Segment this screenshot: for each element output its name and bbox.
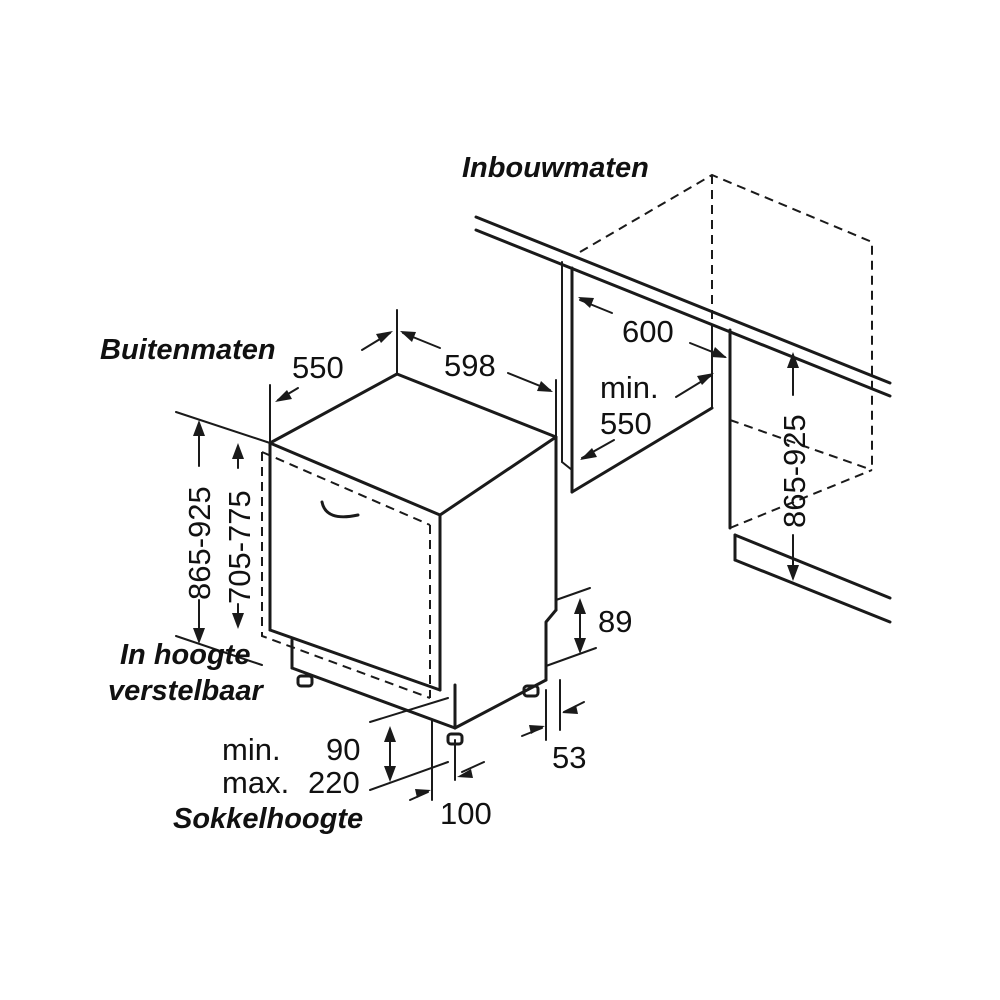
foot-back-right — [522, 684, 540, 698]
plinth-line-bottom — [733, 558, 892, 624]
niche-dashed-top — [579, 173, 873, 470]
niche-drawing — [474, 173, 892, 624]
dim-niche-width: 600 — [622, 314, 674, 349]
dim-plinth-min-label: min. — [222, 732, 281, 767]
dishwasher-top-outline — [268, 372, 558, 612]
dishwasher-front-top — [268, 441, 442, 517]
dim-depth-550: 550 — [292, 350, 344, 385]
dim-plinth-min-value: 90 — [326, 732, 360, 767]
dim-width-598: 598 — [444, 348, 496, 383]
plinth-height-label: Sokkelhoogte — [173, 803, 363, 835]
height-adjustable-label-line1: In hoogte — [120, 639, 250, 671]
dim-plinth-max-value: 220 — [308, 765, 360, 800]
base-bottom-side — [453, 678, 548, 730]
built-in-dimensions-label: Inbouwmaten — [462, 152, 649, 184]
dim-foot-89: 89 — [598, 604, 632, 639]
dim-plinth-depth: 100 — [440, 796, 492, 831]
dim-niche-height: 865-925 — [777, 414, 812, 528]
dim-height-outer: 865-925 — [182, 486, 217, 600]
dim-niche-depth: 550 — [600, 406, 652, 441]
outer-dimensions-label: Buitenmaten — [100, 334, 276, 366]
foot-front-left — [296, 674, 314, 688]
dishwasher-drawing — [175, 309, 597, 801]
dim-door-height: 705-775 — [222, 490, 257, 604]
door-dashed-outline — [261, 452, 431, 699]
dim-foot-53: 53 — [552, 740, 586, 775]
dim-niche-min-label: min. — [600, 370, 659, 405]
door-handle — [320, 500, 360, 519]
plinth-line-top — [733, 533, 892, 600]
door-bottom — [268, 628, 442, 692]
countertop-line-top — [474, 215, 892, 385]
dim-plinth-max-label: max. — [222, 765, 289, 800]
left-cabinet-bottom — [570, 406, 714, 494]
base-bottom-front — [290, 666, 457, 730]
height-adjustable-label-line2: verstelbaar — [108, 675, 264, 707]
countertop-line-bottom — [474, 228, 892, 398]
